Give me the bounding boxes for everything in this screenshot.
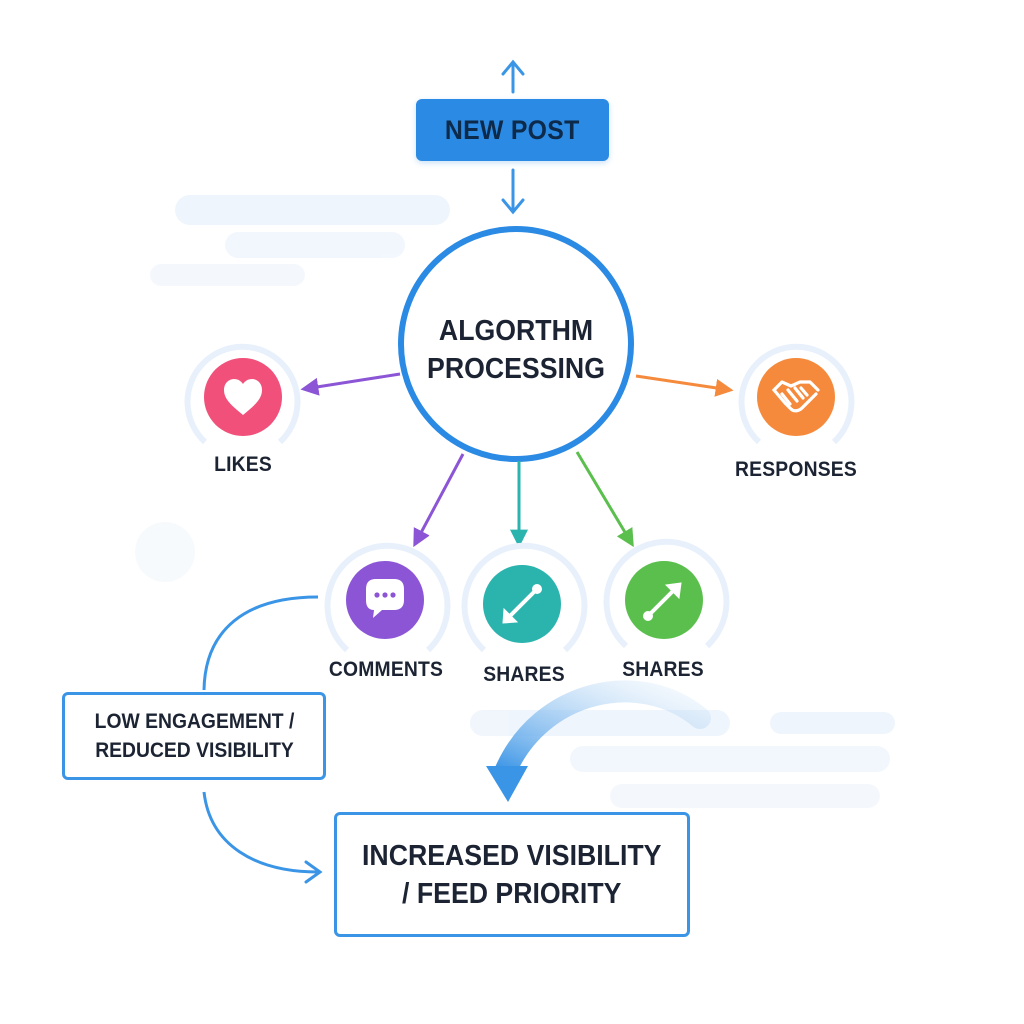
arrow-to-responses (635, 374, 734, 397)
diagonal-arrow-icon (643, 582, 682, 621)
low-engagement-label: LOW ENGAGEMENT / REDUCED VISIBILITY (94, 707, 294, 765)
increased-visibility-box: INCREASED VISIBILITY / FEED PRIORITY (334, 812, 690, 937)
label-shares-2: SHARES (622, 658, 704, 681)
speech-bubble-icon (366, 579, 404, 618)
arrow-to-comments (413, 453, 465, 548)
algorithm-processing-label: ALGORTHM PROCESSING (409, 312, 622, 388)
increased-visibility-label: INCREASED VISIBILITY / FEED PRIORITY (362, 837, 661, 913)
node-shares-2 (603, 538, 730, 649)
arrow-low-to-increased (202, 791, 319, 874)
node-responses (738, 343, 855, 445)
low-line-1: LOW ENGAGEMENT / (94, 710, 294, 733)
handshake-icon (772, 380, 820, 413)
center-line-2: PROCESSING (427, 353, 605, 385)
arrow-to-shares-2 (575, 451, 634, 548)
node-likes (184, 343, 301, 445)
label-responses: RESPONSES (735, 458, 857, 481)
low-line-2: REDUCED VISIBILITY (94, 739, 294, 762)
diagonal-arrow-icon (502, 584, 542, 624)
inc-line-1: INCREASED VISIBILITY (362, 839, 662, 872)
label-likes: LIKES (214, 453, 272, 476)
node-shares-1 (461, 542, 588, 653)
inc-line-2: / FEED PRIORITY (402, 877, 622, 910)
arrow-to-likes (300, 372, 401, 396)
swoosh-arrow (486, 680, 711, 802)
loop-arrow-comments-to-low (202, 595, 319, 691)
low-engagement-box: LOW ENGAGEMENT / REDUCED VISIBILITY (62, 692, 326, 780)
new-post-label: NEW POST (445, 114, 580, 145)
algorithm-circle (398, 226, 634, 462)
new-post-box: NEW POST (416, 99, 609, 161)
new-post-double-arrow (501, 59, 525, 215)
label-comments: COMMENTS (328, 658, 444, 681)
center-line-1: ALGORTHM (438, 315, 594, 347)
heart-icon (224, 379, 262, 415)
label-shares-1: SHARES (483, 663, 565, 686)
node-comments (324, 542, 451, 653)
